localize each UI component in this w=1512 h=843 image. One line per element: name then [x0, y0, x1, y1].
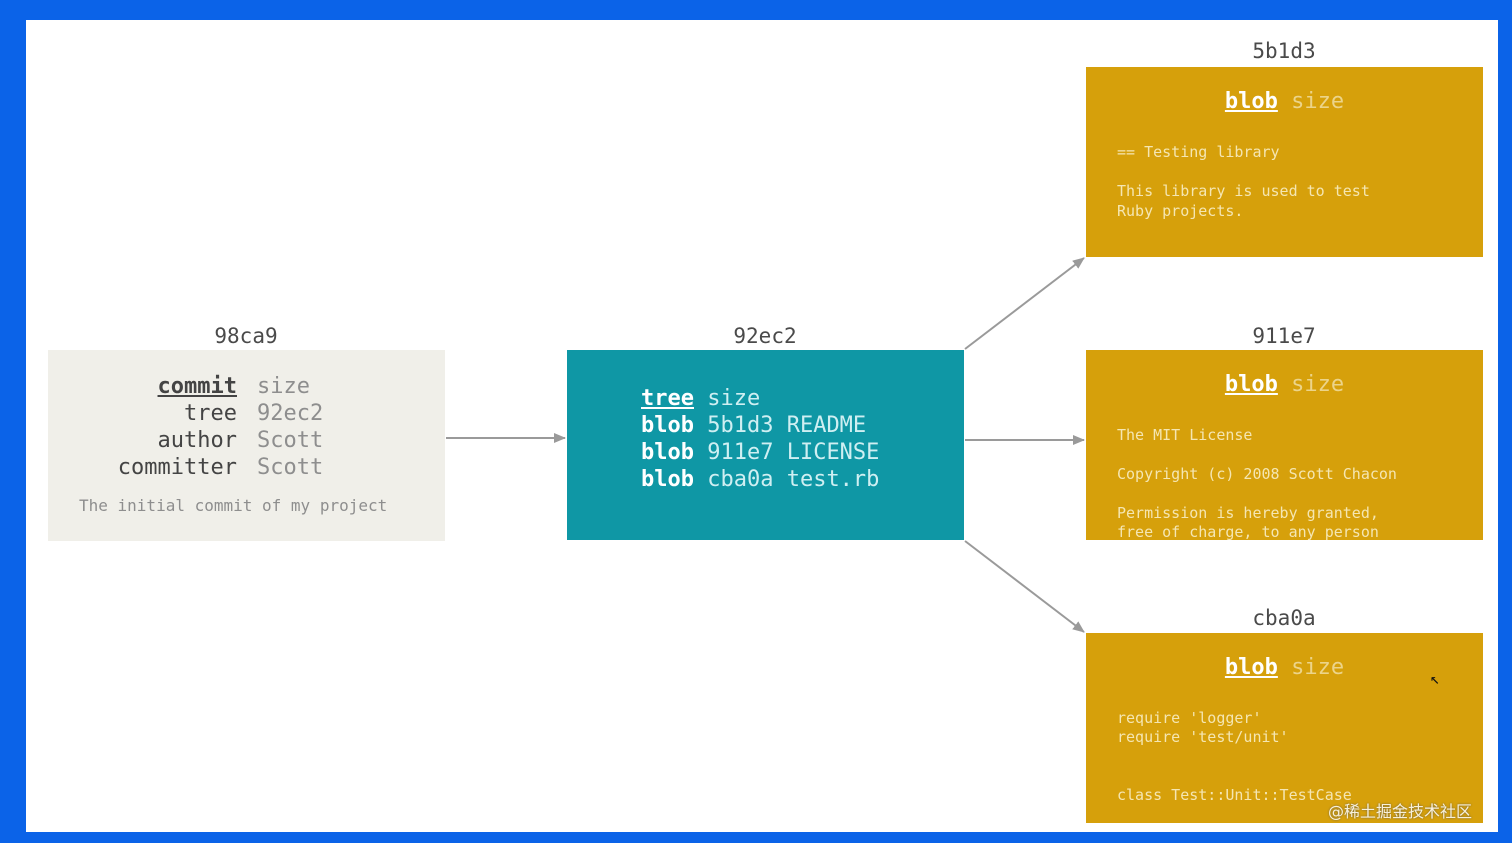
tree-value: size — [707, 386, 761, 411]
blob-object-box: blob size == Testing library This librar… — [1086, 67, 1483, 257]
commit-value: 92ec2 — [257, 401, 324, 426]
tree-row: blob 5b1d3 README — [641, 413, 866, 438]
commit-value: size — [257, 374, 310, 399]
blob-content-line: require 'logger' — [1117, 709, 1262, 727]
blob-key: blob — [1224, 655, 1278, 680]
blob-content-line: class Test::Unit::TestCase — [1117, 786, 1352, 804]
blob-value: size — [1291, 89, 1345, 114]
tree-row: tree size — [641, 386, 760, 411]
tree-key: tree — [641, 386, 694, 411]
blob-object-box: blob size The MIT License Copyright (c) … — [1086, 350, 1483, 540]
commit-object-box: commit size tree 92ec2 author Scott comm… — [48, 350, 445, 541]
blob-key: blob — [1224, 89, 1278, 114]
blob-content-line: Ruby projects. — [1117, 202, 1244, 220]
tree-key: blob — [641, 413, 694, 438]
tree-value: 5b1d3 README — [707, 413, 867, 438]
blob-value: size — [1291, 372, 1345, 397]
blob-header: blob size — [1086, 89, 1483, 114]
mouse-cursor-icon: ↖ — [1430, 669, 1440, 688]
blob-content-line: require 'test/unit' — [1117, 728, 1289, 746]
blob-hash-label: 5b1d3 — [1252, 39, 1316, 63]
blob-content-line: The MIT License — [1117, 426, 1253, 444]
tree-key: blob — [641, 440, 694, 465]
commit-key: tree — [184, 401, 237, 426]
commit-message: The initial commit of my project — [79, 496, 388, 515]
commit-value: Scott — [257, 455, 324, 480]
blob-content-line: free of charge, to any person — [1117, 523, 1379, 540]
arrow-tree-to-blob-5b1d3 — [964, 257, 1085, 350]
tree-row: blob 911e7 LICENSE — [641, 440, 879, 465]
watermark: @稀土掘金技术社区 — [1328, 802, 1473, 821]
tree-object-box: tree size blob 5b1d3 README blob 911e7 L… — [567, 350, 964, 540]
commit-value: Scott — [257, 428, 324, 453]
blob-object-box: blob size require 'logger' require 'test… — [1086, 633, 1483, 823]
commit-key: author — [157, 428, 237, 453]
tree-value: cba0a test.rb — [707, 467, 880, 492]
tree-row: blob cba0a test.rb — [641, 467, 879, 492]
blob-content-line: == Testing library — [1117, 143, 1280, 161]
blob-value: size — [1291, 655, 1345, 680]
commit-key: commit — [157, 374, 237, 399]
blob-header: blob size — [1086, 372, 1483, 397]
tree-hash-label: 92ec2 — [733, 324, 797, 348]
blob-key: blob — [1224, 372, 1278, 397]
blob-hash-label: cba0a — [1252, 606, 1316, 630]
commit-hash-label: 98ca9 — [214, 324, 278, 348]
tree-key: blob — [641, 467, 694, 492]
blob-content-line: Copyright (c) 2008 Scott Chacon — [1117, 465, 1397, 483]
blob-header: blob size — [1086, 655, 1483, 680]
commit-key: committer — [117, 455, 237, 480]
blob-content-line: This library is used to test — [1117, 182, 1370, 200]
blob-content-line: Permission is hereby granted, — [1117, 504, 1379, 522]
arrow-tree-to-blob-cba0a — [964, 540, 1085, 633]
tree-value: 911e7 LICENSE — [707, 440, 880, 465]
blob-hash-label: 911e7 — [1252, 324, 1316, 348]
